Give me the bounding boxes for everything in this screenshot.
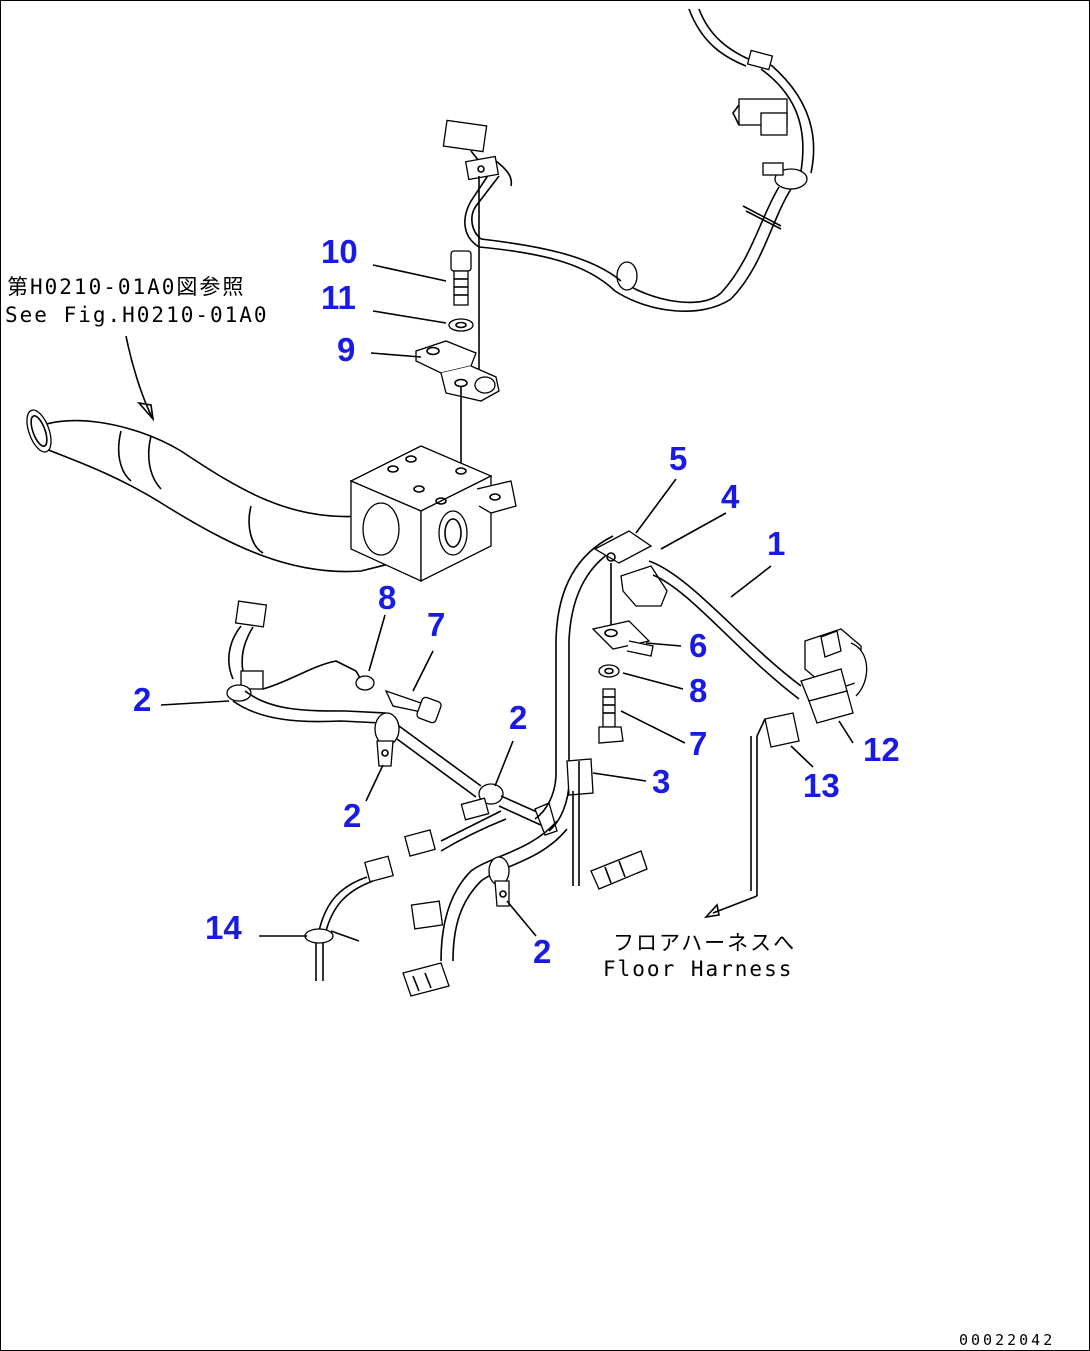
bolt-washer-bracket [415, 250, 500, 471]
callout-5: 5 [669, 440, 688, 477]
callout-7-left: 7 [427, 606, 446, 643]
floor-harness-english: Floor Harness [603, 957, 794, 981]
callout-13: 13 [803, 767, 840, 804]
reference-note-japanese: 第H0210-01A0図参照 [7, 275, 246, 299]
callout-leaders [160, 264, 854, 937]
callout-2-bottom: 2 [533, 933, 552, 970]
callout-2-center-top: 2 [509, 699, 528, 736]
callout-2-left: 2 [133, 681, 152, 718]
callout-9: 9 [337, 331, 356, 368]
callout-14: 14 [205, 909, 242, 946]
callout-6: 6 [689, 627, 708, 664]
callout-8-right: 8 [689, 672, 708, 709]
right-harness [534, 530, 868, 919]
callout-7-right: 7 [689, 725, 708, 762]
callout-3: 3 [652, 763, 671, 800]
left-harness [226, 600, 568, 997]
callout-10: 10 [321, 233, 358, 270]
reference-leader [125, 335, 155, 422]
callout-4: 4 [721, 478, 740, 515]
callout-2-center-left: 2 [343, 797, 362, 834]
upper-harness [442, 8, 815, 381]
callout-11: 11 [321, 279, 356, 316]
callout-1: 1 [767, 525, 786, 562]
reference-note-english: See Fig.H0210-01A0 [5, 303, 269, 327]
callout-8-left: 8 [378, 579, 397, 616]
floor-harness-japanese: フロアハーネスへ [613, 931, 797, 955]
callout-12: 12 [863, 731, 900, 768]
hydraulic-pipe-block [26, 409, 517, 583]
drawing-code: 00022042 [959, 1331, 1056, 1349]
